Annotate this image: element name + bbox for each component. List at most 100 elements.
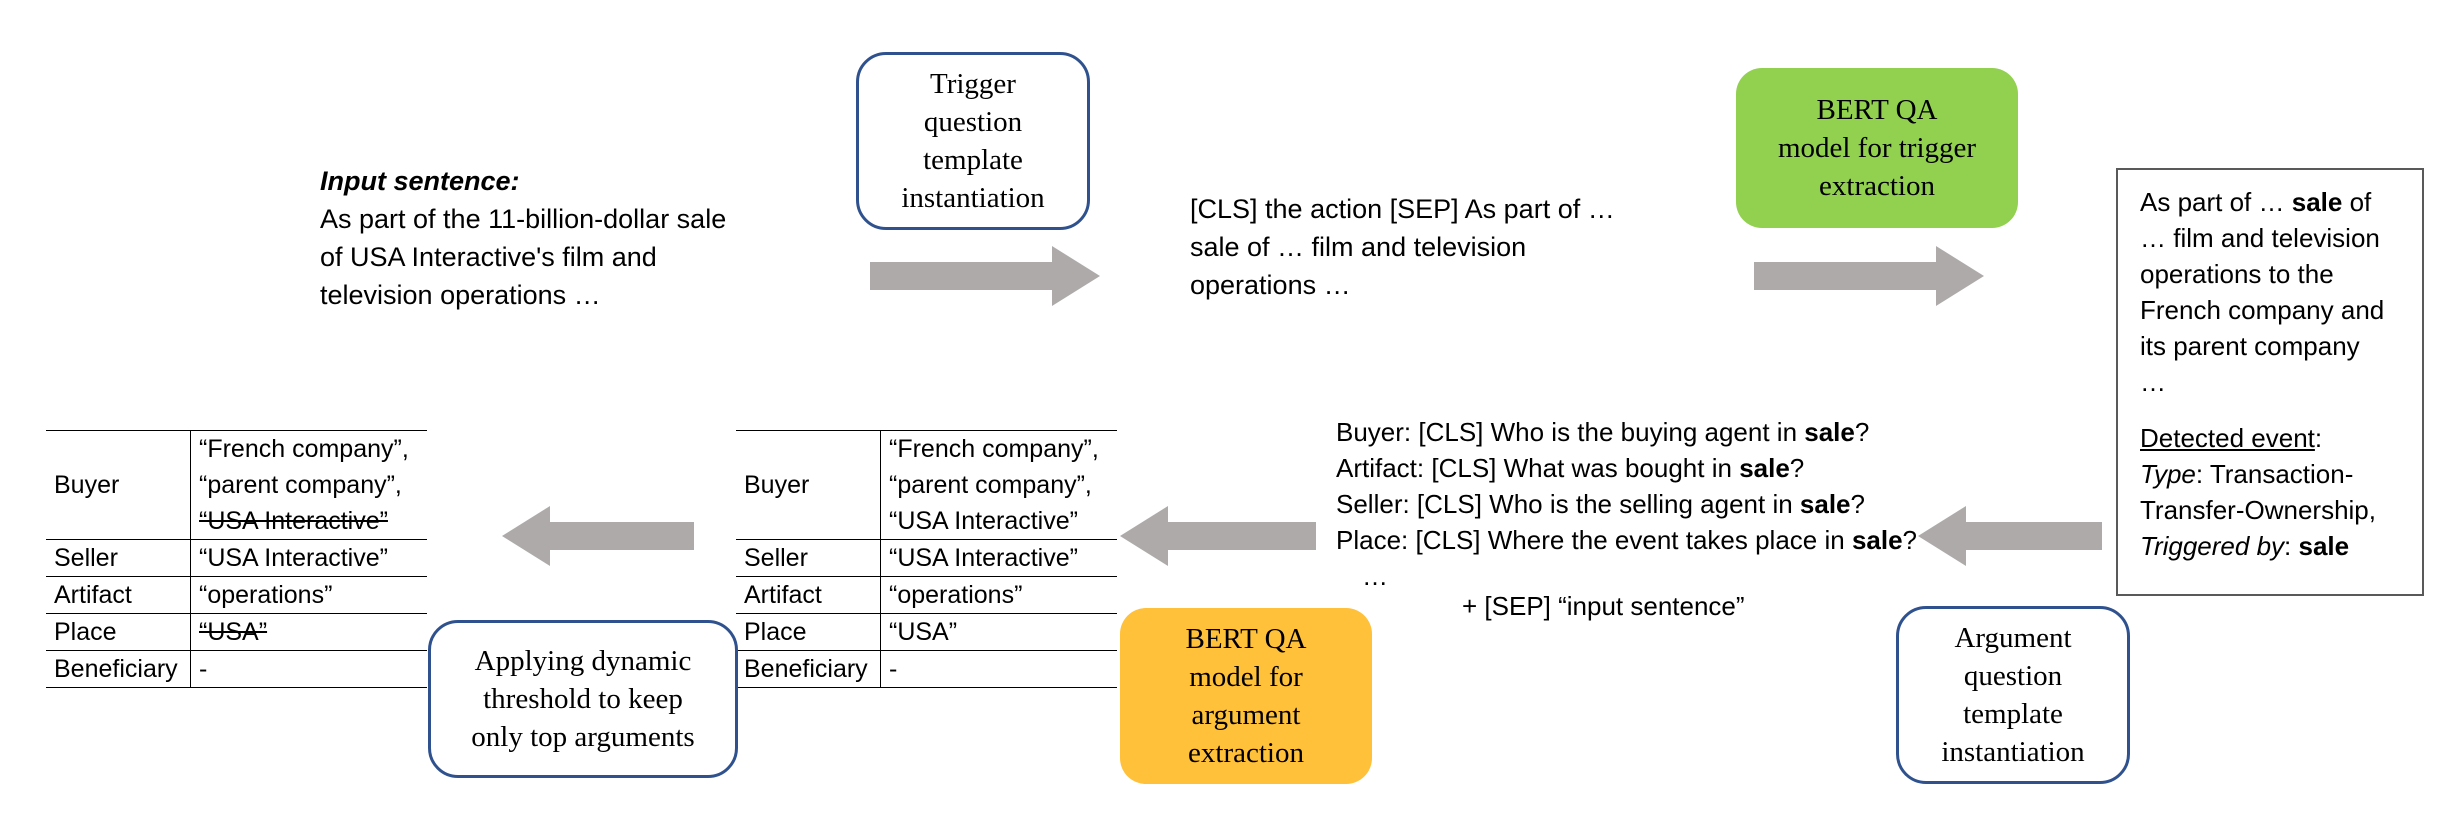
question-ellipsis: … xyxy=(1362,561,1388,591)
argument-template-box: Argument question template instantiation xyxy=(1896,606,2130,784)
trigger-query: [CLS] the action [SEP] As part of … sale… xyxy=(1190,190,1615,304)
role-cell: Place xyxy=(46,613,191,651)
role-cell: Artifact xyxy=(46,576,191,614)
result-line: … film and television xyxy=(2140,223,2380,253)
triggered-by-label: Triggered by xyxy=(2140,531,2285,561)
type-value: Transfer-Ownership, xyxy=(2140,495,2376,525)
query-line: [CLS] the action [SEP] As part of … xyxy=(1190,194,1615,224)
raw-argument-table: Buyer “French company”, “parent company”… xyxy=(736,430,1117,688)
box-line: extraction xyxy=(1188,737,1304,769)
value-cell: “USA” xyxy=(190,613,427,651)
value-cell: “French company”, “parent company”, “USA… xyxy=(880,430,1117,540)
table-row: Seller“USA Interactive” xyxy=(46,539,427,577)
result-text: of xyxy=(2342,187,2372,217)
value-cell: “USA Interactive” xyxy=(190,539,427,577)
question-text: ? xyxy=(1850,489,1865,519)
input-line: television operations … xyxy=(320,280,601,310)
arrow-questions-to-raw-table xyxy=(1120,506,1316,566)
argument-questions: Buyer: [CLS] Who is the buying agent in … xyxy=(1336,414,1917,594)
result-line: operations to the xyxy=(2140,259,2334,289)
arrow-query-to-detection xyxy=(1754,246,1984,306)
box-line: only top arguments xyxy=(471,721,695,753)
value-line: “parent company”, xyxy=(889,471,1092,499)
result-line: … xyxy=(2140,367,2166,397)
box-line: argument xyxy=(1191,699,1301,731)
box-line: Trigger xyxy=(930,68,1016,100)
value-cell: - xyxy=(190,650,427,688)
value-line: “parent company”, xyxy=(199,471,402,499)
bert-trigger-box: BERT QA model for trigger extraction xyxy=(1736,68,2018,228)
trigger-word: sale xyxy=(2298,531,2350,561)
box-line: model for trigger xyxy=(1777,132,1977,164)
trigger-template-box: Trigger question template instantiation xyxy=(856,52,1090,230)
question-text: ? xyxy=(1902,525,1918,555)
role-cell: Artifact xyxy=(736,576,881,614)
removed-value: “USA” xyxy=(199,618,268,646)
type-label: Type xyxy=(2140,459,2196,489)
value-cell: - xyxy=(880,650,1117,688)
role-cell: Buyer xyxy=(736,430,881,540)
removed-value: “USA Interactive” xyxy=(199,507,388,535)
input-heading: Input sentence: xyxy=(320,166,520,196)
table-row: Seller“USA Interactive” xyxy=(736,539,1117,577)
role-cell: Beneficiary xyxy=(736,650,881,688)
table-row: Artifact“operations” xyxy=(736,576,1117,614)
threshold-box: Applying dynamic threshold to keep only … xyxy=(428,620,738,778)
role-cell: Beneficiary xyxy=(46,650,191,688)
arrow-input-to-query xyxy=(870,246,1100,306)
value-cell: “USA Interactive” xyxy=(880,539,1117,577)
value-cell: “French company”, “parent company”, “USA… xyxy=(190,430,427,540)
value-line: “USA Interactive” xyxy=(889,507,1078,535)
table-row: Beneficiary- xyxy=(46,650,427,688)
box-line: Argument xyxy=(1954,622,2072,654)
box-line: model for xyxy=(1189,661,1303,693)
value-cell: “operations” xyxy=(190,576,427,614)
question-text: Artifact: [CLS] What was bought in xyxy=(1336,453,1740,483)
bert-argument-box: BERT QA model for argument extraction xyxy=(1120,608,1372,784)
result-text: As part of … xyxy=(2140,187,2292,217)
question-text: Buyer: [CLS] Who is the buying agent in xyxy=(1336,417,1805,447)
box-line: extraction xyxy=(1819,170,1935,202)
result-line: French company and xyxy=(2140,295,2385,325)
table-row: Place“USA” xyxy=(736,613,1117,651)
table-row: Beneficiary- xyxy=(736,650,1117,688)
box-line: instantiation xyxy=(901,182,1045,214)
query-line: operations … xyxy=(1190,270,1351,300)
box-line: template xyxy=(1963,698,2063,730)
sep-line: + [SEP] “input sentence” xyxy=(1462,591,1745,621)
detected-event-label: Detected event xyxy=(2140,423,2315,453)
detection-result-box: As part of … sale of … film and televisi… xyxy=(2116,168,2424,596)
box-line: question xyxy=(923,106,1023,138)
box-line: template xyxy=(923,144,1023,176)
type-value: : Transaction- xyxy=(2195,459,2354,489)
box-line: instantiation xyxy=(1941,736,2085,768)
input-line: of USA Interactive's film and xyxy=(320,242,657,272)
value-cell: “USA” xyxy=(880,613,1117,651)
trigger-word: sale xyxy=(1851,525,1903,555)
role-cell: Buyer xyxy=(46,430,191,540)
role-cell: Seller xyxy=(736,539,881,577)
table-row: Place “USA” xyxy=(46,613,427,651)
value-cell: “operations” xyxy=(880,576,1117,614)
arrow-raw-to-final-table xyxy=(502,506,694,566)
trigger-highlight: sale xyxy=(2291,187,2343,217)
box-line: BERT QA xyxy=(1185,623,1307,655)
result-line: its parent company xyxy=(2140,331,2360,361)
final-argument-table: Buyer “French company”, “parent company”… xyxy=(46,430,427,688)
input-sentence: Input sentence: As part of the 11-billio… xyxy=(320,162,726,314)
input-line: As part of the 11-billion-dollar sale xyxy=(320,204,727,234)
question-text: ? xyxy=(1789,453,1805,483)
query-line: sale of … film and television xyxy=(1190,232,1527,262)
role-cell: Place xyxy=(736,613,881,651)
table-row: Artifact“operations” xyxy=(46,576,427,614)
box-line: BERT QA xyxy=(1816,94,1938,126)
value-line: “French company”, xyxy=(889,435,1099,463)
trigger-word: sale xyxy=(1804,417,1855,447)
question-text: Place: [CLS] Where the event takes place… xyxy=(1336,525,1852,555)
arrow-detection-to-questions xyxy=(1918,506,2102,566)
table-row: Buyer “French company”, “parent company”… xyxy=(736,430,1117,540)
value-line: “French company”, xyxy=(199,435,409,463)
box-line: threshold to keep xyxy=(483,683,683,715)
box-line: question xyxy=(1963,660,2063,692)
table-row: Buyer “French company”, “parent company”… xyxy=(46,430,427,540)
